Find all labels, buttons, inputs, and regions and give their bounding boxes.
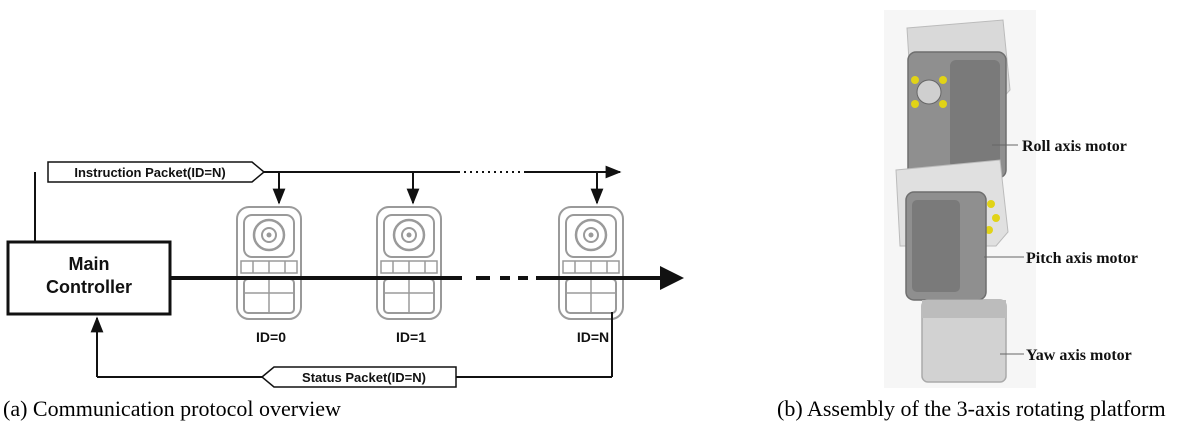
pitch-bolt-3 (985, 226, 993, 234)
pitch-motor-panel (912, 200, 960, 292)
motor-icon-n (557, 205, 625, 321)
caption-a: (a) Communication protocol overview (3, 396, 341, 421)
protocol-diagram: Main Controller Instruction Packet(ID=N)… (6, 161, 684, 388)
roll-axis-label: Roll axis motor (1022, 138, 1127, 155)
main-controller-label-line2: Controller (46, 277, 132, 297)
status-packet-label: Status Packet(ID=N) (302, 370, 426, 385)
yaw-axis-label: Yaw axis motor (1026, 347, 1132, 364)
roll-hub (916, 79, 942, 105)
motor-icon-1 (375, 205, 443, 321)
main-controller-box (6, 240, 172, 316)
pitch-bolt-2 (992, 214, 1000, 222)
motor-id-label-0: ID=0 (256, 329, 286, 345)
status-packet-tag (260, 366, 457, 388)
pitch-axis-label: Pitch axis motor (1026, 250, 1138, 267)
main-controller-label-line1: Main (68, 254, 109, 274)
platform-render: Roll axis motor Pitch axis motor Yaw axi… (884, 10, 1138, 388)
pitch-bolt-1 (987, 200, 995, 208)
roll-bolt-3 (911, 100, 919, 108)
roll-bolt-4 (939, 100, 947, 108)
roll-bolt-2 (939, 76, 947, 84)
roll-bolt-1 (911, 76, 919, 84)
caption-b: (b) Assembly of the 3-axis rotating plat… (777, 396, 1166, 421)
yaw-motor-top (922, 300, 1006, 318)
motor-icon-0 (235, 205, 303, 321)
motor-id-label-1: ID=1 (396, 329, 426, 345)
instruction-packet-tag (47, 161, 266, 183)
motor-id-label-n: ID=N (577, 329, 609, 345)
instruction-packet-label: Instruction Packet(ID=N) (74, 165, 225, 180)
roll-motor-panel (950, 60, 1000, 168)
